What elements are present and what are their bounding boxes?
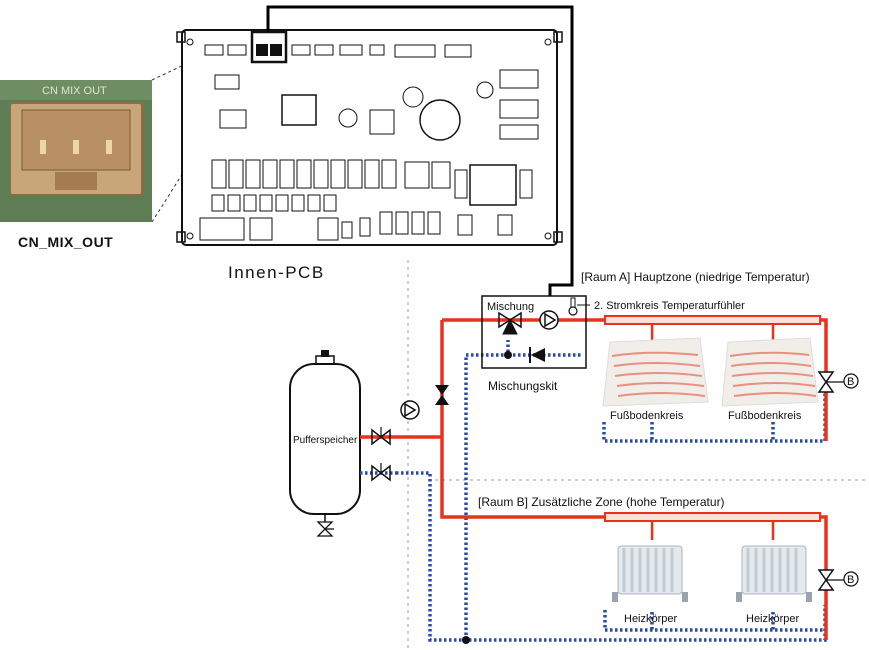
supply-shutoff-valve-icon: [435, 385, 449, 405]
main-pump-icon: [401, 401, 419, 419]
connector-photo-label: CN MIX OUT: [42, 85, 107, 97]
three-way-valve-icon: [499, 313, 521, 334]
sensor-label: 2. Stromkreis Temperaturfühler: [594, 300, 745, 312]
pcb-board: [182, 30, 557, 245]
pcb-label: Innen-PCB: [228, 263, 325, 282]
check-valve-icon: [530, 347, 545, 363]
connector-caption: CN_MIX_OUT: [18, 234, 113, 250]
junction-dot: [462, 636, 470, 644]
zone-b-manifold-bar: [605, 513, 820, 521]
mixing-kit-label: Mischungskit: [488, 379, 558, 393]
zone-b-title: [Raum B] Zusätzliche Zone (hohe Temperat…: [478, 495, 725, 509]
zone-a-title: [Raum A] Hauptzone (niedrige Temperatur): [581, 270, 810, 284]
zone-a-valve-marker: B: [847, 376, 854, 388]
zone-b-valve-marker: B: [847, 574, 854, 586]
radiator-label: Heizkörper: [746, 613, 800, 625]
connector-pin: [40, 140, 46, 154]
floor-loop-label: Fußbodenkreis: [610, 410, 684, 422]
floor-loop-1: Fußbodenkreis: [603, 338, 708, 422]
pump-icon: [540, 311, 558, 329]
radiator-2: Heizkörper: [736, 546, 812, 625]
radiator-1: Heizkörper: [612, 546, 688, 625]
mixing-kit: Mischung Mischungskit: [482, 296, 590, 393]
floor-loop-label: Fußbodenkreis: [728, 410, 802, 422]
buffer-tank: Pufferspeicher: [290, 350, 360, 536]
connector-pin: [73, 140, 79, 154]
connector-pin: [106, 140, 112, 154]
mixing-label: Mischung: [487, 301, 534, 313]
thermometer-icon: [569, 298, 577, 315]
zone-a-manifold-bar: [605, 316, 820, 324]
junction-dot: [504, 351, 512, 359]
drain-valve-icon: [318, 514, 334, 536]
floor-loop-2: Fußbodenkreis: [722, 338, 818, 422]
indoor-pcb: Innen-PCB: [177, 30, 562, 282]
radiator-label: Heizkörper: [624, 613, 678, 625]
buffer-label: Pufferspeicher: [293, 435, 358, 446]
